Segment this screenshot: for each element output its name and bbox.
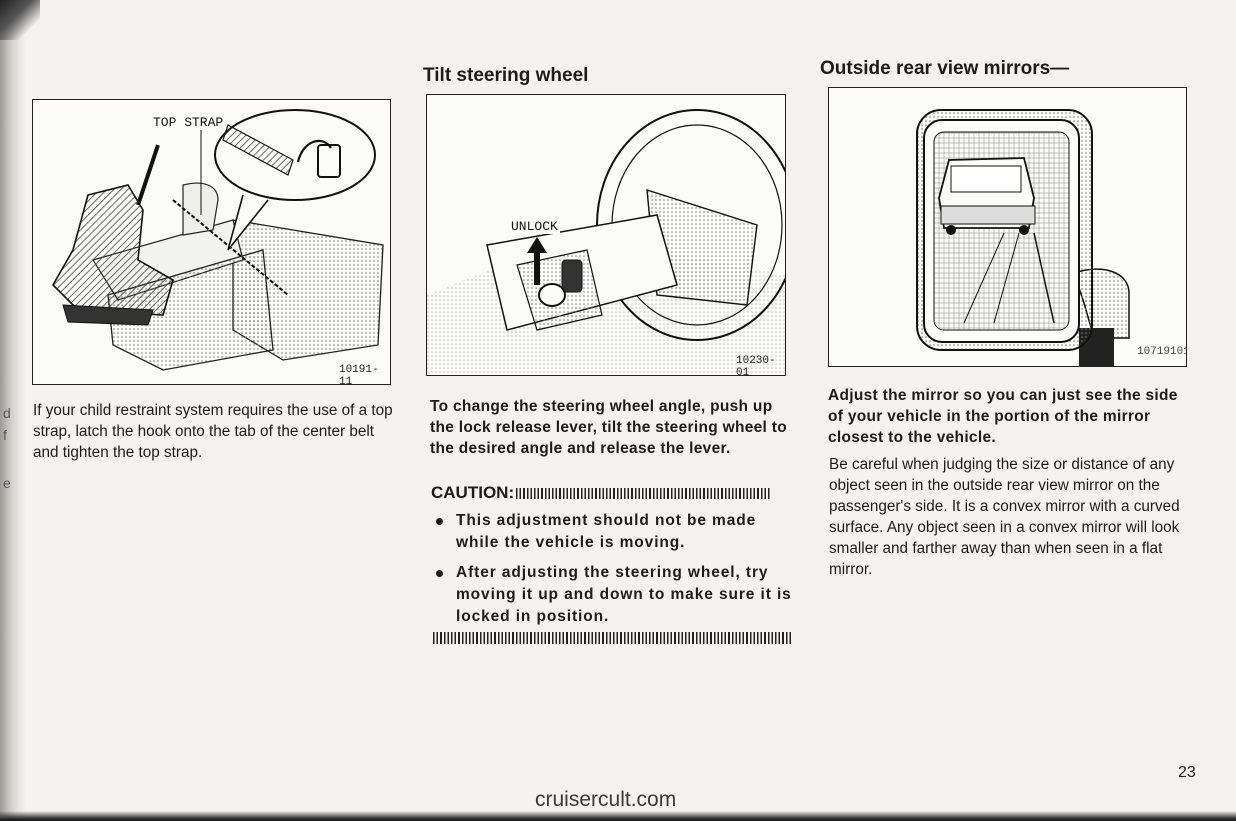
mirror-figure: 10719101 — [828, 87, 1187, 367]
margin-letter: e — [3, 475, 11, 491]
caution-heading: CAUTION: — [431, 483, 793, 505]
steering-wheel-illustration — [427, 109, 785, 375]
child-seat-illustration — [52, 109, 384, 371]
tilt-steering-title: Tilt steering wheel — [423, 65, 589, 86]
figure-code: 10191-11 — [339, 364, 379, 385]
caution-item: After adjusting the steering wheel, try … — [431, 562, 793, 628]
caution-stripe — [516, 488, 771, 499]
watermark: cruisercult.com — [535, 788, 677, 811]
caution-item: This adjustment should not be made while… — [431, 510, 793, 554]
figure-code: 10719101 — [1137, 346, 1187, 358]
mirror-illustration — [916, 109, 1130, 366]
spine-corner-shadow — [0, 0, 40, 40]
caution-end-stripe — [433, 632, 793, 644]
mirrors-paragraph: Be careful when judging the size or dist… — [829, 456, 1180, 578]
child-seat-figure: TOP STRAP 10191-11 — [32, 99, 391, 385]
caution-label: CAUTION: — [431, 483, 515, 502]
margin-letter: f — [3, 427, 7, 443]
book-spine-shadow — [0, 0, 26, 821]
page-bottom-edge — [0, 811, 1236, 821]
steering-figure: UNLOCK 10230-01 — [426, 94, 786, 376]
mirrors-title: Outside rear view mirrors— — [820, 58, 1070, 79]
margin-letter: d — [3, 405, 11, 421]
caution-list: This adjustment should not be made while… — [431, 510, 793, 636]
top-strap-label: TOP STRAP — [151, 115, 226, 130]
child-seat-paragraph: If your child restraint system requires … — [33, 402, 393, 461]
figure-code: 10230-01 — [736, 355, 776, 376]
page-number: 23 — [1178, 764, 1196, 781]
tilt-steering-paragraph: To change the steering wheel angle, push… — [430, 398, 787, 457]
unlock-label: UNLOCK — [509, 219, 560, 234]
mirrors-bold-paragraph: Adjust the mirror so you can just see th… — [828, 387, 1178, 446]
